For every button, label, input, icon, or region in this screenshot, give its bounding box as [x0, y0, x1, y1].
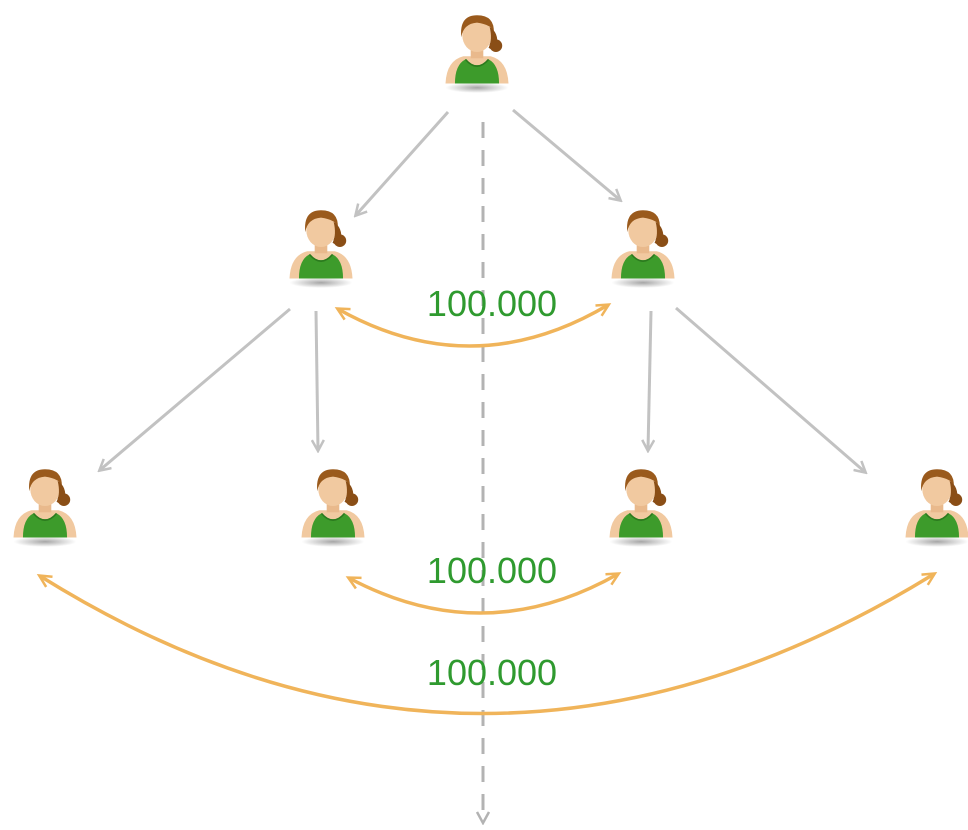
person-icon-child-left — [288, 209, 354, 289]
edge-root-to-child-left — [356, 111, 450, 215]
edge-child-right-to-grandchild-4 — [675, 306, 865, 472]
person-icon-grandchild-2 — [300, 468, 366, 548]
relation-arc-children — [334, 303, 612, 348]
person-icon-root — [444, 14, 510, 94]
person-icon-child-right — [610, 209, 676, 289]
edge-child-left-to-grandchild-1 — [100, 307, 291, 470]
edge-child-left-to-grandchild-2 — [316, 310, 318, 450]
relation-label-inner-grandchildren: 100.000 — [427, 550, 557, 591]
relation-arc-outer-grandchildren — [36, 572, 938, 716]
relation-arc-inner-grandchildren — [345, 572, 622, 615]
edge-root-to-child-right — [512, 108, 620, 200]
edge-child-right-to-grandchild-3 — [648, 310, 651, 450]
person-icon-grandchild-4 — [904, 468, 968, 548]
relation-label-outer-grandchildren: 100.000 — [427, 652, 557, 693]
relation-label-children: 100.000 — [427, 283, 557, 324]
person-icon-grandchild-3 — [608, 468, 674, 548]
person-icon-grandchild-1 — [12, 468, 78, 548]
